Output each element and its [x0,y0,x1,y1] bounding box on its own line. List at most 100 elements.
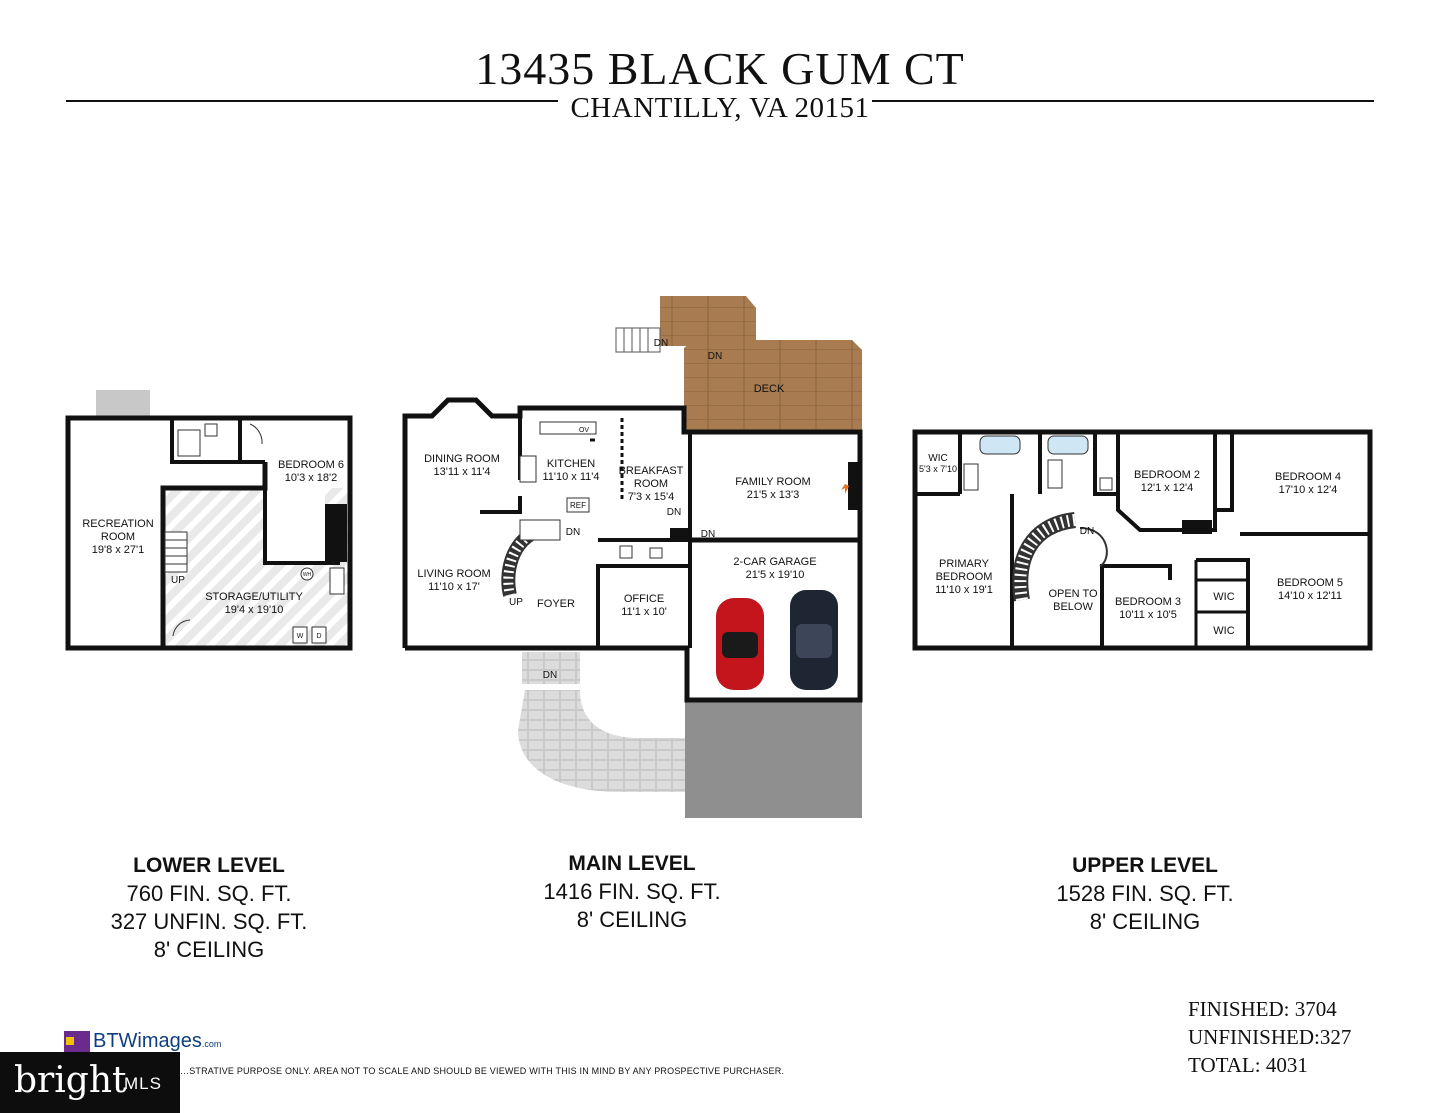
wic-small-label: WIC [928,453,947,464]
level-line: 1528 FIN. SQ. FT. [1056,881,1234,906]
deck-label: DECK [754,383,785,395]
lower-chimney [325,504,347,562]
primary-vanity-icon [963,463,979,491]
foyer-label: FOYER [537,598,575,610]
breakfast-label: BREAKFAST [619,465,684,477]
unfinished-total: UNFINISHED:327 [1188,1025,1352,1049]
property-city: CHANTILLY, VA 20151 [570,92,870,124]
deck [684,340,862,432]
fireplace [848,462,860,510]
bedroom3-label: BEDROOM 3 [1115,596,1181,608]
washer-icon [292,626,308,644]
powder-toilet-icon [619,545,633,559]
primary-dim: 11'10 x 19'1 [935,584,993,596]
garage-label: 2-CAR GARAGE [733,556,816,568]
deck-stairs [615,327,661,353]
dining-dim: 13'11 x 11'4 [433,466,490,478]
area-totals: FINISHED: 3704 UNFINISHED:327 TOTAL: 403… [1188,995,1351,1079]
lower-window-well [96,390,150,416]
overall-total: TOTAL: 4031 [1188,1053,1308,1077]
lower-stairs-up: UP [171,575,185,586]
primary-label-2: BEDROOM [936,571,993,583]
wh-label: WH [303,572,312,578]
bright-wordmark: bright [14,1060,127,1101]
bedroom4-dim: 17'10 x 12'4 [1279,484,1338,496]
family-label: FAMILY ROOM [735,476,810,488]
btw-logo-icon [64,1030,90,1053]
toilet-icon [204,423,218,437]
level-line: 8' CEILING [1089,909,1201,934]
primary-tub-icon [979,435,1021,455]
oven-label: OV [579,427,589,434]
wic-small-dim: 5'3 x 7'10 [919,464,957,474]
living-dim: 11'10 x 17' [428,581,480,593]
lower-stairs [164,531,188,573]
level-line: 327 UNFIN. SQ. FT. [110,909,308,934]
garage-dn: DN [701,529,715,540]
door-swing-icon [172,619,191,637]
water-heater-icon [300,567,314,581]
hall-vanity-icon [1047,459,1063,489]
level-name: UPPER LEVEL [1072,854,1218,877]
lower-level-summary: LOWER LEVEL 760 FIN. SQ. FT. 327 UNFIN. … [100,852,318,964]
bedroom6-dim: 10'3 x 18'2 [285,472,338,484]
recreation-label-2: ROOM [101,531,135,543]
wic-label-2: WIC [1213,625,1234,637]
washer-label: W [297,633,304,640]
lower-level-plan: WH W D BEDROOM 6 10'3 x 18'2 RECREATION … [65,390,353,651]
recreation-dim: 19'8 x 27'1 [92,544,145,556]
door-swing-icon [249,423,263,445]
bedroom6-label: BEDROOM 6 [278,459,344,471]
basement-dn: DN [566,527,580,538]
bright-mls-logo: bright MLS [0,1052,180,1113]
main-outer-wall [402,397,863,703]
title-rule-right [872,100,1374,102]
level-line: 760 FIN. SQ. FT. [126,881,292,906]
dryer-label: D [316,633,321,640]
ref-label: REF [570,501,586,510]
deck-stairs-dn: DN [654,338,668,349]
bedroom4-label: BEDROOM 4 [1275,471,1341,483]
deck-dn: DN [708,351,722,362]
kitchen-dim: 11'10 x 11'4 [542,471,599,483]
furnace-icon [329,567,345,595]
primary-label: PRIMARY [939,558,990,570]
level-name: MAIN LEVEL [568,852,696,875]
btw-brand: BTWimages [93,1030,202,1052]
stoop-dn: DN [543,670,557,681]
bedroom5-dim: 14'10 x 12'11 [1278,590,1342,602]
bedroom2-dim: 12'1 x 12'4 [1141,482,1194,494]
cooktop-icon [519,455,537,483]
dining-label: DINING ROOM [424,453,500,465]
powder-sink-icon [649,547,663,559]
upper-outer-wall [912,429,1373,651]
level-line: 8' CEILING [576,907,688,932]
btwimages-logo: BTWimages.com [64,1030,221,1053]
front-walkway [518,690,686,792]
front-stoop [522,652,580,684]
level-line: 8' CEILING [153,937,265,962]
recreation-label: RECREATION [82,518,153,530]
main-level-summary: MAIN LEVEL 1416 FIN. SQ. FT. 8' CEILING [522,850,742,934]
dark-car [790,590,838,690]
storage-dim: 19'4 x 19'10 [225,604,284,616]
breakfast-label-2: ROOM [634,478,668,490]
red-car [716,598,764,690]
main-level-plan: REF OV DINING ROOM 13'11 x 11'4 KITCHEN … [402,296,863,818]
property-address: 13435 BLACK GUM CT [475,43,965,94]
storage-label: STORAGE/UTILITY [205,591,303,603]
office-label: OFFICE [624,593,664,605]
breakfast-dn: DN [667,507,681,518]
level-line: 1416 FIN. SQ. FT. [543,879,721,904]
bedroom2-label: BEDROOM 2 [1134,469,1200,481]
main-stairs-up: UP [509,597,523,608]
lower-outer-wall [65,415,353,651]
kitchen-sink [539,421,597,435]
dryer-icon [311,626,327,644]
basement-stairs [519,519,561,541]
btw-suffix: .com [201,1039,222,1049]
office-dim: 11'1 x 10' [621,606,667,618]
driveway [685,700,862,818]
open-to-below-label-2: BELOW [1053,601,1093,613]
